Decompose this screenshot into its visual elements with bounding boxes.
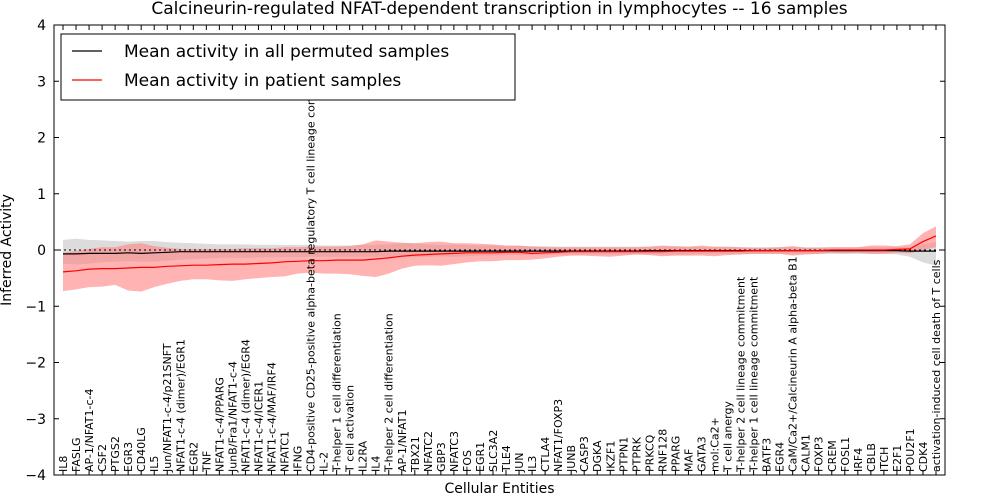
x-tick-label: IL-2: [318, 452, 331, 472]
x-tick-label: NFAT1-c-4/MAF/IRF4: [266, 362, 279, 472]
x-tick-label: T-helper 2 cell differentiation: [383, 313, 396, 473]
y-tick-label: 2: [37, 131, 46, 147]
x-tick-label: JUNB: [565, 445, 578, 473]
x-tick-label: CSF2: [96, 444, 109, 472]
x-tick-label: JunB/Fra1/NFAT1-c-4: [226, 361, 239, 473]
x-tick-label: PPARG: [669, 436, 682, 472]
x-tick-label: FOXP3: [813, 437, 826, 472]
x-tick-label: JUN: [513, 452, 526, 473]
x-tick-label: CBLB: [865, 443, 878, 472]
x-tick-label: NFAT1-c-4 (dimer)/EGR1: [174, 339, 187, 472]
x-tick-label: MAF: [682, 449, 695, 472]
y-axis-label: Inferred Activity: [0, 194, 15, 306]
y-tick-label: 0: [37, 243, 46, 259]
x-tick-label: GBP3: [435, 442, 448, 472]
x-tick-label: SLC3A2: [487, 430, 500, 472]
x-tick-label: TNF: [200, 451, 213, 473]
patient-mean-line: [62, 235, 937, 273]
x-tick-label: EGR4: [774, 442, 787, 472]
legend-box: [60, 33, 516, 101]
x-tick-label: BATF3: [761, 438, 774, 472]
x-tick-label: NFAT1-c-4/ICER1: [252, 381, 265, 472]
x-tick-label: NFATC3: [448, 431, 461, 472]
x-tick-label: NFATC1: [279, 431, 292, 472]
x-tick-label: FOS: [461, 450, 474, 472]
x-tick-label: PTPN1: [617, 437, 630, 472]
x-tick-label: CD40LG: [135, 427, 148, 472]
y-tick-label: 1: [37, 187, 46, 203]
x-tick-label: T-helper 1 cell differentiation: [331, 313, 344, 473]
x-tick-label: IL4: [370, 456, 383, 472]
x-tick-label: CD4-positive CD25-positive alpha-beta re…: [305, 47, 318, 472]
x-tick-label: AP-1/NFAT1: [396, 409, 409, 472]
x-tick-label: GATA3: [696, 436, 709, 472]
series-lines: [62, 235, 937, 273]
x-tick-label: POU2F1: [904, 428, 917, 472]
x-tick-label: IRF4: [852, 448, 865, 472]
x-tick-label: activation-induced cell death of T cells: [930, 259, 943, 472]
x-tick-label: IFNG: [292, 446, 305, 472]
y-tick-label: −2: [25, 356, 46, 372]
x-tick-label: T-helper 1 cell lineage commitment: [748, 276, 761, 473]
x-tick-label: PRKCQ: [643, 434, 656, 472]
legend-label-patient: Mean activity in patient samples: [124, 71, 401, 91]
x-tick-label: EGR3: [122, 442, 135, 472]
x-tick-label: NFATC2: [422, 431, 435, 472]
x-tick-label: IL8: [57, 456, 70, 472]
x-axis-label: Cellular Entities: [444, 481, 554, 497]
x-tick-label: CTLA4: [539, 437, 552, 472]
x-tick-label: EGR1: [474, 442, 487, 472]
x-tick-label: AP-1/NFAT1-c-4: [83, 388, 96, 472]
chart-title: Calcineurin-regulated NFAT-dependent tra…: [151, 0, 847, 19]
x-tick-label: CDK4: [917, 442, 930, 472]
y-axis: 4 3 2 1 0 −1 −2 −3 −4: [25, 18, 945, 484]
legend-label-permuted: Mean activity in all permuted samples: [124, 42, 449, 62]
x-tick-label: T cell activation: [344, 385, 357, 473]
x-tick-label: CREM: [826, 440, 839, 472]
patient-range-band: [63, 226, 936, 292]
x-tick-label: IL5: [148, 456, 161, 472]
x-tick-label: CaM/Ca2+/Calcineurin A alpha-beta B1: [787, 256, 800, 472]
x-tick-label: TBX21: [409, 436, 422, 473]
x-tick-label: IL2RA: [357, 440, 370, 472]
x-tick-label: PTPRK: [630, 436, 643, 472]
x-tick-label: RNF128: [656, 429, 669, 472]
x-tick-label: TLE4: [500, 445, 513, 473]
y-tick-label: −4: [25, 468, 46, 484]
y-tick-label: −3: [25, 412, 46, 428]
x-tick-label: T cell anergy: [722, 401, 735, 473]
x-tick-label: CALM1: [800, 434, 813, 472]
x-tick-label: Jun/NFAT1-c-4/p21SNFT: [161, 343, 174, 473]
x-tick-label: IL3: [526, 456, 539, 472]
y-tick-label: −1: [25, 299, 46, 315]
y-tick-label: 4: [37, 18, 46, 34]
legend: Mean activity in all permuted samples Me…: [60, 33, 516, 101]
x-tick-label: ITCH: [878, 447, 891, 472]
x-tick-label: mol:Ca2+: [709, 417, 722, 472]
x-tick-label: IKZF1: [604, 441, 617, 472]
x-tick-label: NFAT1/FOXP3: [552, 399, 565, 472]
confidence-bands: [63, 226, 936, 292]
x-tick-label: E2F1: [891, 445, 904, 472]
x-tick-label: FASLG: [70, 438, 83, 472]
x-tick-label: NFAT1-c-4/PPARG: [213, 377, 226, 472]
x-tick-label: EGR2: [187, 442, 200, 472]
x-tick-label: PTGS2: [109, 436, 122, 472]
x-tick-label: FOSL1: [839, 437, 852, 472]
x-tick-label: CASP3: [578, 436, 591, 472]
x-tick-label: DGKA: [591, 440, 604, 472]
y-tick-label: 3: [37, 74, 46, 90]
x-tick-label: T-helper 2 cell lineage commitment: [735, 276, 748, 473]
x-tick-label: NFAT1-c-4 (dimer)/EGR4: [239, 339, 252, 472]
